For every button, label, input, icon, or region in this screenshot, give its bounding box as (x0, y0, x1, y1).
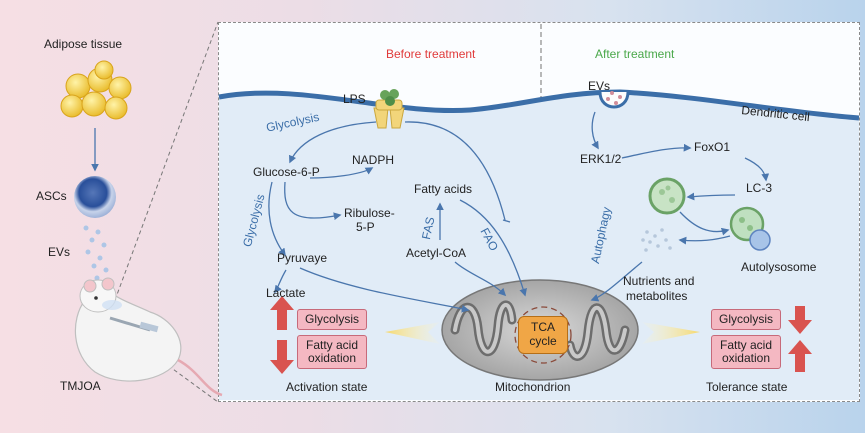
label-ribulose-2: 5-P (356, 220, 375, 234)
after-fao-box: Fatty acid oxidation (711, 335, 781, 369)
after-indicator-arrows (788, 306, 812, 372)
label-autolysosome: Autolysosome (741, 260, 817, 274)
label-nutrients-1: Nutrients and (623, 274, 695, 288)
mouse-icon (74, 277, 223, 397)
tca-cycle-box: TCA cycle (518, 316, 568, 354)
after-pathway-arrows (590, 111, 770, 302)
label-lc3: LC-3 (746, 181, 773, 195)
after-fao-box-label-1: Fatty acid (719, 338, 773, 353)
before-fao-box-label-2: oxidation (307, 351, 357, 365)
label-activation-state: Activation state (286, 380, 368, 394)
label-nutrients-2: metabolites (626, 289, 688, 303)
ev-vesicle-icon (598, 91, 630, 109)
label-mitochondrion: Mitochondrion (495, 380, 571, 394)
after-fao-box-label-2: oxidation (721, 351, 771, 365)
label-acetyl-coa: Acetyl-CoA (406, 246, 467, 260)
before-glycolysis-box: Glycolysis (297, 309, 367, 330)
label-foxo1: FoxO1 (694, 140, 731, 154)
label-lactate: Lactate (266, 286, 306, 300)
label-fatty-acids: Fatty acids (414, 182, 473, 196)
label-glucose-6-p: Glucose-6-P (253, 165, 320, 179)
before-glycolysis-box-label: Glycolysis (304, 312, 359, 327)
label-ribulose-1: Ribulose- (344, 206, 395, 220)
label-evs-after: EVs (588, 79, 611, 93)
label-evs-left: EVs (48, 245, 71, 259)
after-glycolysis-box-label: Glycolysis (718, 312, 773, 327)
cytoplasm (219, 92, 859, 400)
right-transition-arrow (642, 322, 700, 344)
label-ascs: ASCs (36, 189, 67, 203)
before-indicator-arrows (270, 296, 294, 374)
after-glycolysis-box: Glycolysis (711, 309, 781, 330)
label-erk: ERK1/2 (580, 152, 622, 166)
label-nadph: NADPH (352, 153, 395, 167)
asc-cell-icon (74, 176, 116, 218)
tca-label-2: cycle (529, 334, 557, 348)
label-tmjoa: TMJOA (60, 379, 101, 393)
autolysosome-icon (729, 206, 771, 251)
label-pyruvate: Pyruvaye (277, 251, 328, 265)
ev-particles-icon (83, 225, 109, 281)
tca-label-1: TCA (531, 320, 555, 335)
after-treatment-title: After treatment (595, 47, 675, 61)
lps-receptor-icon (373, 89, 405, 129)
label-tolerance-state: Tolerance state (706, 380, 788, 394)
zoom-line-top (114, 21, 219, 301)
nutrients-icon (641, 228, 672, 252)
cell-membrane (218, 89, 860, 121)
left-transition-arrow (385, 322, 440, 344)
label-adipose-tissue: Adipose tissue (44, 37, 123, 51)
before-fao-box: Fatty acid oxidation (297, 335, 367, 369)
before-pathway-arrows (268, 121, 527, 313)
before-fao-box-label-1: Fatty acid (305, 338, 359, 353)
label-lps: LPS (343, 92, 366, 106)
adipose-tissue-icon (60, 60, 132, 120)
phagophore-icon (648, 177, 686, 215)
before-treatment-title: Before treatment (386, 47, 476, 61)
